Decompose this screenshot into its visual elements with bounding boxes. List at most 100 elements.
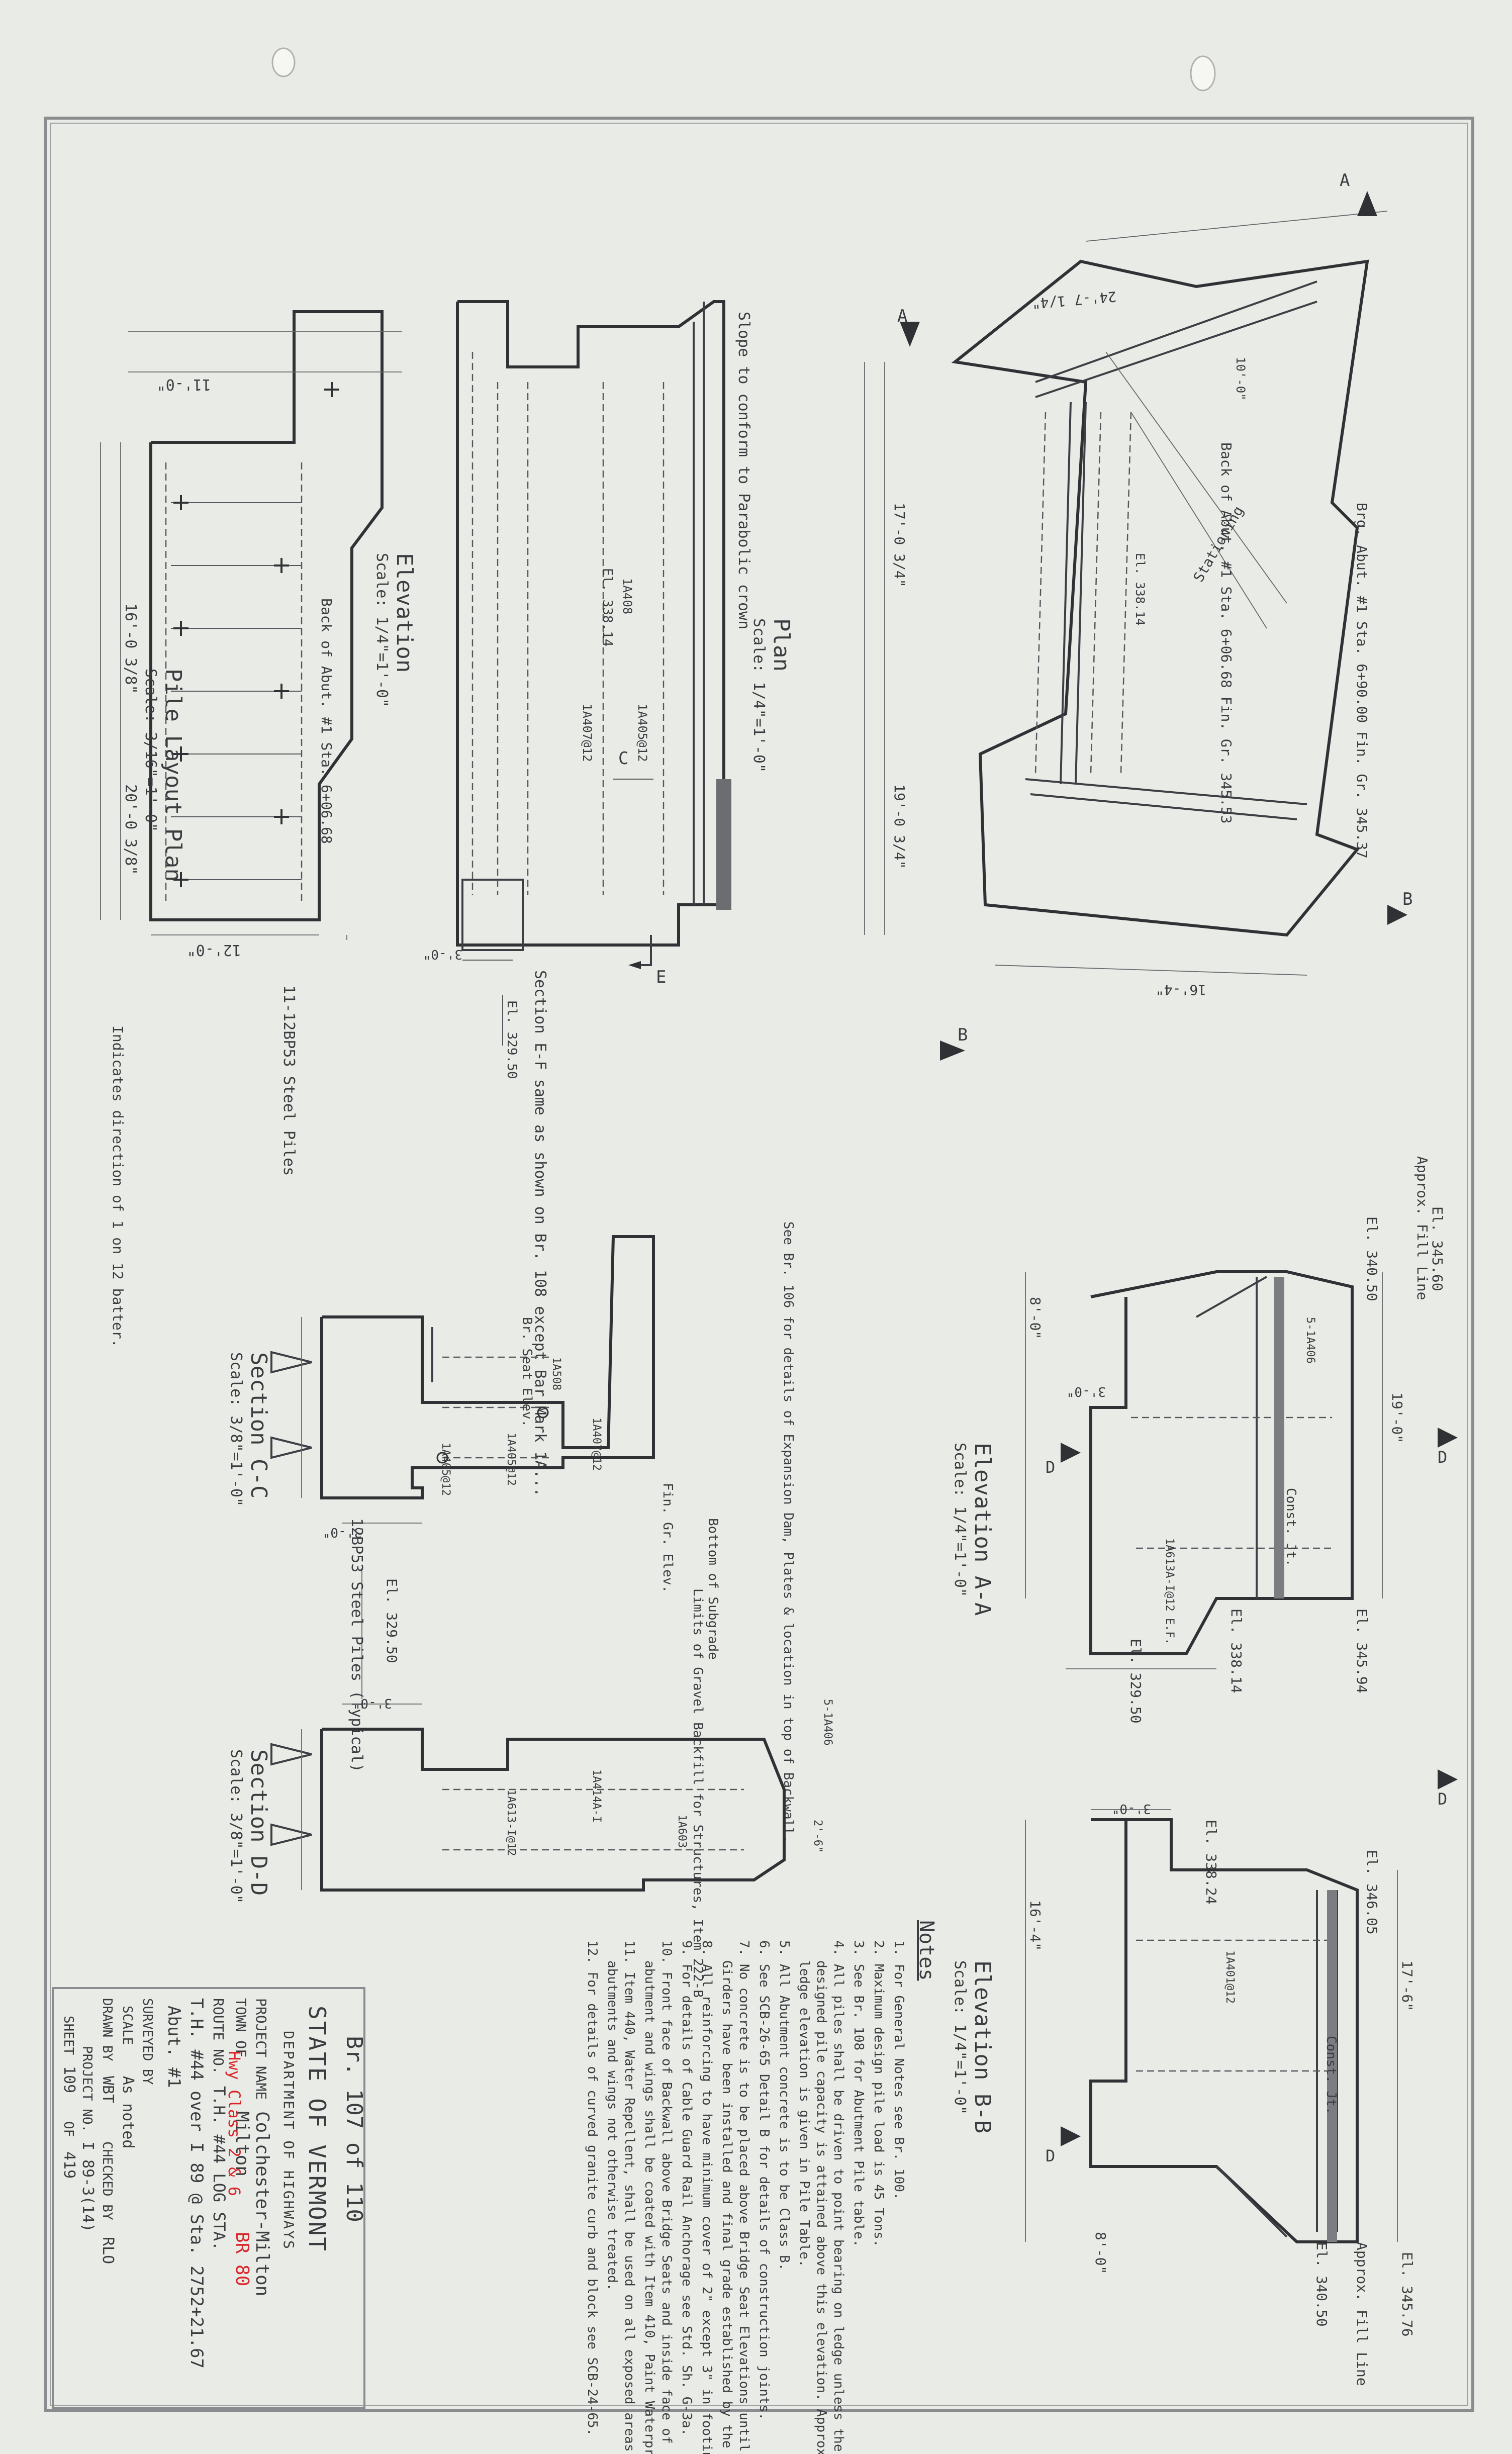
section-cc-bar-4: 1A508 — [550, 1357, 562, 1390]
section-cc-el-329: El. 329.50 — [384, 1578, 400, 1663]
elev-aa-bar-2: 1A613A-I@12 E.F. — [1163, 1538, 1176, 1645]
elev-bb-bar: 1A401@12 — [1223, 1950, 1236, 2004]
note-item: 5. All Abutment concrete is to be Class … — [777, 1940, 792, 2271]
note-item: 12. For details of curved granite curb a… — [585, 1940, 600, 2436]
section-dd-dim-3: 3'-0" — [353, 1695, 392, 1711]
title-drawn-label: DRAWN BY — [100, 1998, 115, 2061]
pile-layout-title: Pile Layout Plan — [160, 669, 186, 882]
elev-aa-marker-d-right: D — [1438, 1448, 1447, 1467]
elev-aa-const-jt: Const. Jt. — [1283, 1488, 1298, 1567]
elev-bb-el-346: El. 346.05 — [1364, 1850, 1380, 1935]
title-state: STATE OF VERMONT — [304, 2006, 331, 2252]
plan-marker-a-right: A — [1340, 170, 1350, 191]
elev-bb-dim-8: 8'-0" — [1092, 2232, 1109, 2274]
plan-marker-a-left: A — [897, 306, 907, 326]
plan-brg-abut: Brg. Abut. #1 Sta. 6+90.00 Fin. Gr. 345.… — [1354, 503, 1370, 859]
title-route: T.H. #44 LOG STA. — [210, 2086, 229, 2251]
plan-title: Plan — [769, 618, 794, 672]
notes-block: Notes 1. For General Notes see Br. 100. 2… — [585, 1920, 938, 2454]
title-sheet-label: SHEET — [61, 2016, 76, 2055]
elev-bb-el-340: El. 340.50 — [1313, 2242, 1330, 2327]
pile-steel-note: 11-12BP53 Steel Piles — [280, 985, 298, 1176]
punch-hole-right — [1190, 55, 1216, 91]
elev-bb-marker-d-left: D — [1046, 2146, 1055, 2165]
title-town-red-note: Hwy Class 2 & 6 — [225, 2051, 244, 2196]
section-marker-c: C — [618, 748, 628, 769]
title-abutment: Abut. #1 — [164, 2006, 184, 2088]
elev-bb-const-jt: Const. Jt. — [1324, 2036, 1339, 2115]
notes-heading: Notes — [915, 1920, 938, 1980]
elev-aa-el-329: El. 329.50 — [1127, 1639, 1144, 1724]
note-item: 2. Maximum design pile load is 45 Tons. — [871, 1940, 886, 2247]
section-dd-title: Section D-D — [246, 1749, 271, 1896]
pile-dim-16: 16'-0 3/8" — [122, 603, 139, 694]
punch-hole-left — [271, 47, 296, 77]
slope-note: Slope to conform to Parabolic crown — [735, 312, 752, 629]
elevation-aa-title: Elevation A-A — [970, 1443, 995, 1616]
elev-bb-dim-16: 16'-4" — [1027, 1900, 1044, 1951]
title-town: Milton — [232, 2111, 252, 2177]
elevation-title: Elevation — [392, 553, 417, 673]
section-cc-fin-gr: Fin. Gr. Elev. — [660, 1483, 675, 1593]
section-dd-bar-3: 1A603 — [676, 1815, 688, 1848]
sheet-border-inner — [50, 123, 1468, 2406]
sheet-border — [44, 117, 1474, 2412]
section-marker-e: E — [656, 967, 666, 987]
title-scale: As noted — [119, 2076, 137, 2149]
title-structure-line: T.H. #44 over I 89 @ Sta. 2752+21.67 — [186, 1998, 207, 2369]
plan-marker-b-right: B — [1402, 889, 1412, 909]
section-cc: Section C-C Scale: 3/8"=1'-0" 12BP53 Ste… — [227, 1221, 796, 1998]
section-dd-bar-4: 5-1A406 — [821, 1699, 834, 1746]
section-cc-bar-2: 1A405@12 — [505, 1433, 517, 1486]
elev-bb-dim-3: 3'-0" — [1112, 1801, 1151, 1816]
elev-bb-marker-d-right: D — [1438, 1789, 1447, 1809]
pile-batter-note: Indicates direction of 1 on 12 batter. — [110, 1025, 126, 1348]
note-item: 10. Front face of Backwall above Bridge … — [659, 1940, 674, 2444]
title-sheet-number: 109 — [60, 2066, 78, 2093]
title-project-no: I 89-3(14) — [79, 2141, 97, 2232]
plan-el-338: El. 338.14 — [1133, 553, 1147, 626]
elevation-scale: Scale: 1/4"=1'-0" — [373, 553, 391, 707]
section-cc-see-br106: See Br. 106 for details of Expansion Dam… — [781, 1221, 796, 1843]
elev-aa-el-345-60: El. 345.60 — [1429, 1206, 1446, 1291]
elev-bar-2: 1A405@12 — [635, 704, 649, 762]
elevation-aa-scale: Scale: 1/4"=1'-0" — [951, 1443, 969, 1597]
elev-aa-dim-3: 3'-0" — [1067, 1384, 1106, 1399]
note-item: 6. See SCB-26-65 Detail B for details of… — [757, 1940, 772, 2420]
elev-bar-3: 1A407@12 — [580, 704, 594, 762]
elev-aa-el-340: El. 340.50 — [1364, 1216, 1380, 1301]
elevation-aa: D D Elevation A-A Scale: 1/4"=1'-0" El. … — [951, 1156, 1458, 1724]
elev-aa-el-338: El. 338.14 — [1228, 1609, 1245, 1693]
note-item: 1. For General Notes see Br. 100. — [891, 1940, 906, 2200]
note-item: 4. All piles shall be driven to point be… — [831, 1940, 846, 2451]
plan-back-abut: Back of Abut. #1 Sta. 6+06.68 Fin. Gr. 3… — [1218, 442, 1235, 824]
elev-bb-el-338: El. 338.24 — [1203, 1820, 1219, 1905]
section-cc-piles: 12BP53 Steel Piles (Typical) — [348, 1518, 365, 1772]
elev-aa-marker-d-left: D — [1046, 1458, 1055, 1477]
pile-layout-scale: Scale: 3/16"=1'-0" — [142, 669, 159, 832]
elev-bb-approx-fill: Approx. Fill Line — [1354, 2242, 1370, 2386]
note-item: 7. No concrete is to be placed above Bri… — [736, 1940, 751, 2451]
elev-aa-approx-fill: Approx. Fill Line — [1414, 1156, 1431, 1300]
title-scale-label: SCALE — [120, 2006, 135, 2045]
elev-bb-el-345-76: El. 345.76 — [1399, 2252, 1415, 2337]
abutment-plan: A A B B Plan Scale: 1/4"=1'-0" Brg. Abut… — [750, 170, 1412, 1061]
section-cc-subgrade: Bottom of Subgrade — [705, 1518, 720, 1660]
section-dd-bar-2: 1A613-I@12 — [505, 1789, 517, 1856]
title-project-no-label: PROJECT NO. — [79, 2046, 94, 2132]
section-cc-gravel: Limits of Gravel Backfill for Structures… — [690, 1588, 705, 1998]
title-drawn-by: WBT — [99, 2076, 117, 2103]
elevation-bb-scale: Scale: 1/4"=1'-0" — [951, 1960, 969, 2115]
title-bridge-red-note: BR 80 — [232, 2232, 252, 2286]
elev-aa-dim-19: 19'-0" — [1389, 1392, 1405, 1443]
elev-el-338: El. 338.14 — [600, 568, 615, 647]
section-dd-dim-2: 2'-6" — [811, 1820, 824, 1853]
note-item: 8. All reinforcing to have minimum cover… — [699, 1940, 714, 2454]
elev-bar-1: 1A408 — [620, 578, 634, 614]
plan-dim-19: 19'-0 3/4" — [891, 784, 908, 869]
plan-marker-b-left: B — [958, 1025, 968, 1045]
section-cc-br-seat: Br. Seat Elev. — [519, 1317, 534, 1427]
pile-layout-plan: 16'-0 3/8" 20'-0 3/8" 11'-0" 12'-0" Back… — [100, 310, 402, 1348]
